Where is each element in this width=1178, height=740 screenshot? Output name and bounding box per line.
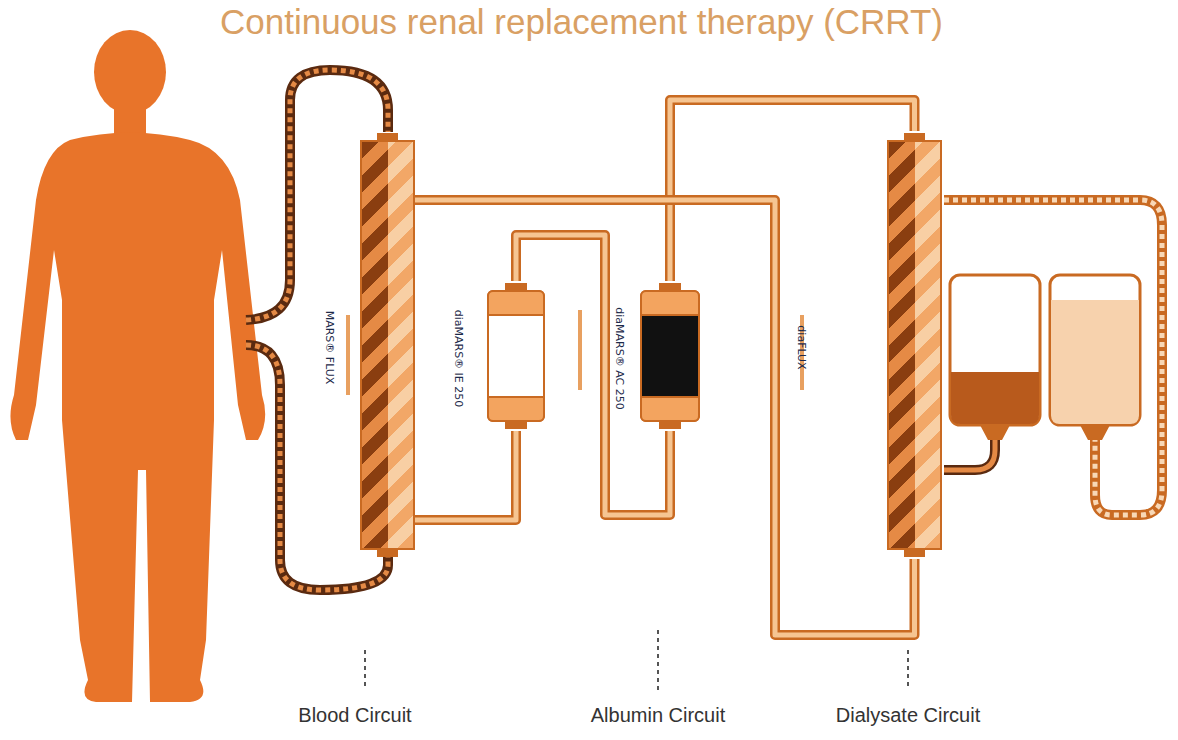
- tube-connector: [415, 200, 915, 635]
- filter-stripes: [362, 142, 388, 548]
- label-holder: diaMARS® AC 250: [609, 292, 629, 424]
- label-holder: diaMARS® IE 250: [449, 292, 469, 424]
- label-holder: MARS® FLUX: [320, 142, 340, 552]
- blood-line: [246, 70, 388, 590]
- circuit-label: Blood Circuit: [298, 704, 411, 727]
- device-label: diaMARS® AC 250: [613, 307, 626, 409]
- circuit-label: Albumin Circuit: [591, 704, 725, 727]
- filter-cap: [377, 133, 397, 141]
- adsorber-cartridge: diaMARS® IE 250: [487, 290, 545, 422]
- tube-stroke: [415, 431, 516, 520]
- tube-stroke: [415, 200, 915, 635]
- filter-cartridge: diaFLUX: [887, 140, 942, 550]
- cartridge-end: [640, 290, 700, 316]
- cartridge-cap: [505, 283, 527, 291]
- filter-cap: [904, 133, 924, 141]
- tube-connector: [670, 100, 915, 281]
- tube-stroke: [670, 100, 915, 281]
- filter-cartridge: MARS® FLUX: [360, 140, 415, 550]
- cartridge-cap: [659, 421, 681, 429]
- filter-cap: [377, 549, 397, 557]
- label-holder: diaFLUX: [791, 142, 811, 552]
- device-label: diaMARS® IE 250: [453, 309, 466, 407]
- device-label: MARS® FLUX: [324, 310, 337, 384]
- dialysate-line: [944, 200, 1162, 515]
- cartridge-cap: [505, 421, 527, 429]
- adsorber-cartridge: diaMARS® AC 250: [640, 290, 700, 422]
- tube-stroke: [415, 200, 915, 635]
- filter-cap: [904, 549, 924, 557]
- device-label: diaFLUX: [795, 325, 808, 369]
- cartridge-end: [487, 290, 545, 316]
- circuit-label: Dialysate Circuit: [836, 704, 980, 727]
- cartridge-end: [487, 396, 545, 422]
- cartridge-cap: [659, 283, 681, 291]
- human-silhouette: [10, 30, 265, 702]
- filter-stripes: [889, 142, 915, 548]
- cartridge-end: [640, 396, 700, 422]
- tube-stroke: [415, 431, 516, 520]
- tube-stroke: [670, 100, 915, 281]
- diagram-title: Continuous renal replacement therapy (CR…: [220, 2, 943, 42]
- tube-connector: [415, 431, 516, 520]
- dialysate-bag: [950, 275, 1140, 440]
